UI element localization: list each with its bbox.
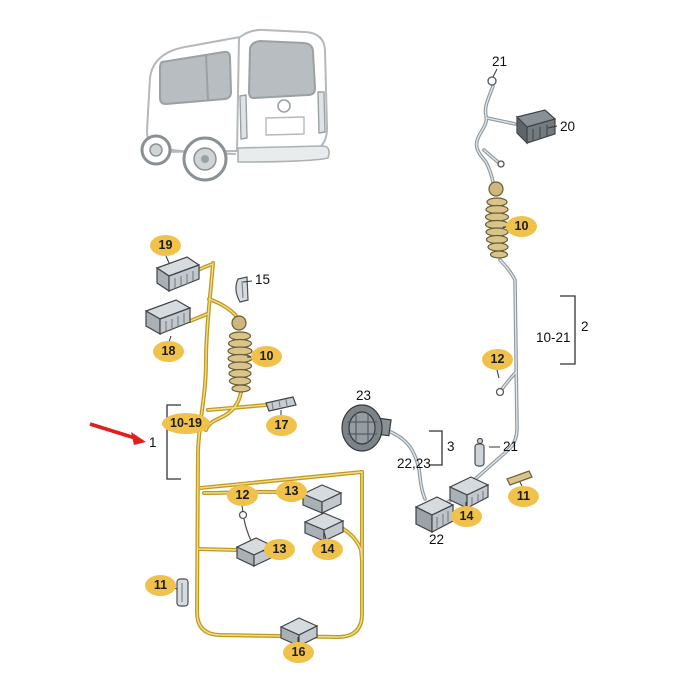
clip-15 <box>235 276 249 303</box>
connector-22 <box>414 496 455 533</box>
callout-10-left[interactable]: 10 <box>251 346 282 367</box>
callout-range-10-19[interactable]: 10-19 <box>162 413 210 434</box>
connector-18 <box>144 299 192 336</box>
vehicle-rear-illustration <box>140 28 330 182</box>
label-2[interactable]: 2 <box>581 319 589 334</box>
connector-19 <box>155 256 201 293</box>
callout-11-right[interactable]: 11 <box>508 486 539 507</box>
bracket-1 <box>166 404 181 480</box>
connector-23 <box>341 404 392 452</box>
connector-13-upper <box>301 484 343 514</box>
bracket-3 <box>429 430 443 466</box>
label-22[interactable]: 22 <box>429 532 445 547</box>
clip-11-right <box>506 470 533 486</box>
label-22-23[interactable]: 22,23 <box>397 456 431 471</box>
callout-12-right[interactable]: 12 <box>482 349 513 370</box>
clip-11-left <box>176 578 189 607</box>
connector-17 <box>265 396 297 412</box>
label-1-highlighted[interactable]: 1 <box>149 435 157 450</box>
callout-13-lower[interactable]: 13 <box>264 539 295 560</box>
label-23[interactable]: 23 <box>356 388 372 403</box>
callout-10-right[interactable]: 10 <box>506 216 537 237</box>
callout-17[interactable]: 17 <box>266 415 297 436</box>
yellow-harness <box>188 261 364 639</box>
label-range-10-21[interactable]: 10-21 <box>536 330 571 345</box>
connector-14-left <box>303 512 345 542</box>
callout-16[interactable]: 16 <box>283 642 314 663</box>
grouping-brackets <box>166 295 576 480</box>
label-15[interactable]: 15 <box>255 272 271 287</box>
callout-11-left[interactable]: 11 <box>145 575 176 596</box>
callout-14-left[interactable]: 14 <box>312 539 343 560</box>
part-21-middle <box>474 437 485 467</box>
brand-emblem-icon <box>277 99 291 113</box>
callout-12-left[interactable]: 12 <box>227 485 258 506</box>
ring-terminals <box>487 76 505 397</box>
grommet-boot-10-left <box>227 315 253 393</box>
callout-19[interactable]: 19 <box>150 235 181 256</box>
callout-13-upper[interactable]: 13 <box>276 481 307 502</box>
connector-20 <box>515 109 557 145</box>
label-3[interactable]: 3 <box>447 439 455 454</box>
wire-12-left <box>238 510 253 544</box>
bracket-2 <box>560 295 576 365</box>
red-arrow <box>89 422 146 445</box>
label-20[interactable]: 20 <box>560 119 576 134</box>
connector-14-right <box>448 476 490 509</box>
callout-18[interactable]: 18 <box>153 341 184 362</box>
label-21-top[interactable]: 21 <box>492 54 508 69</box>
label-21-middle[interactable]: 21 <box>503 439 519 454</box>
grommet-boot-10-right <box>484 181 510 259</box>
callout-14-right[interactable]: 14 <box>451 506 482 527</box>
